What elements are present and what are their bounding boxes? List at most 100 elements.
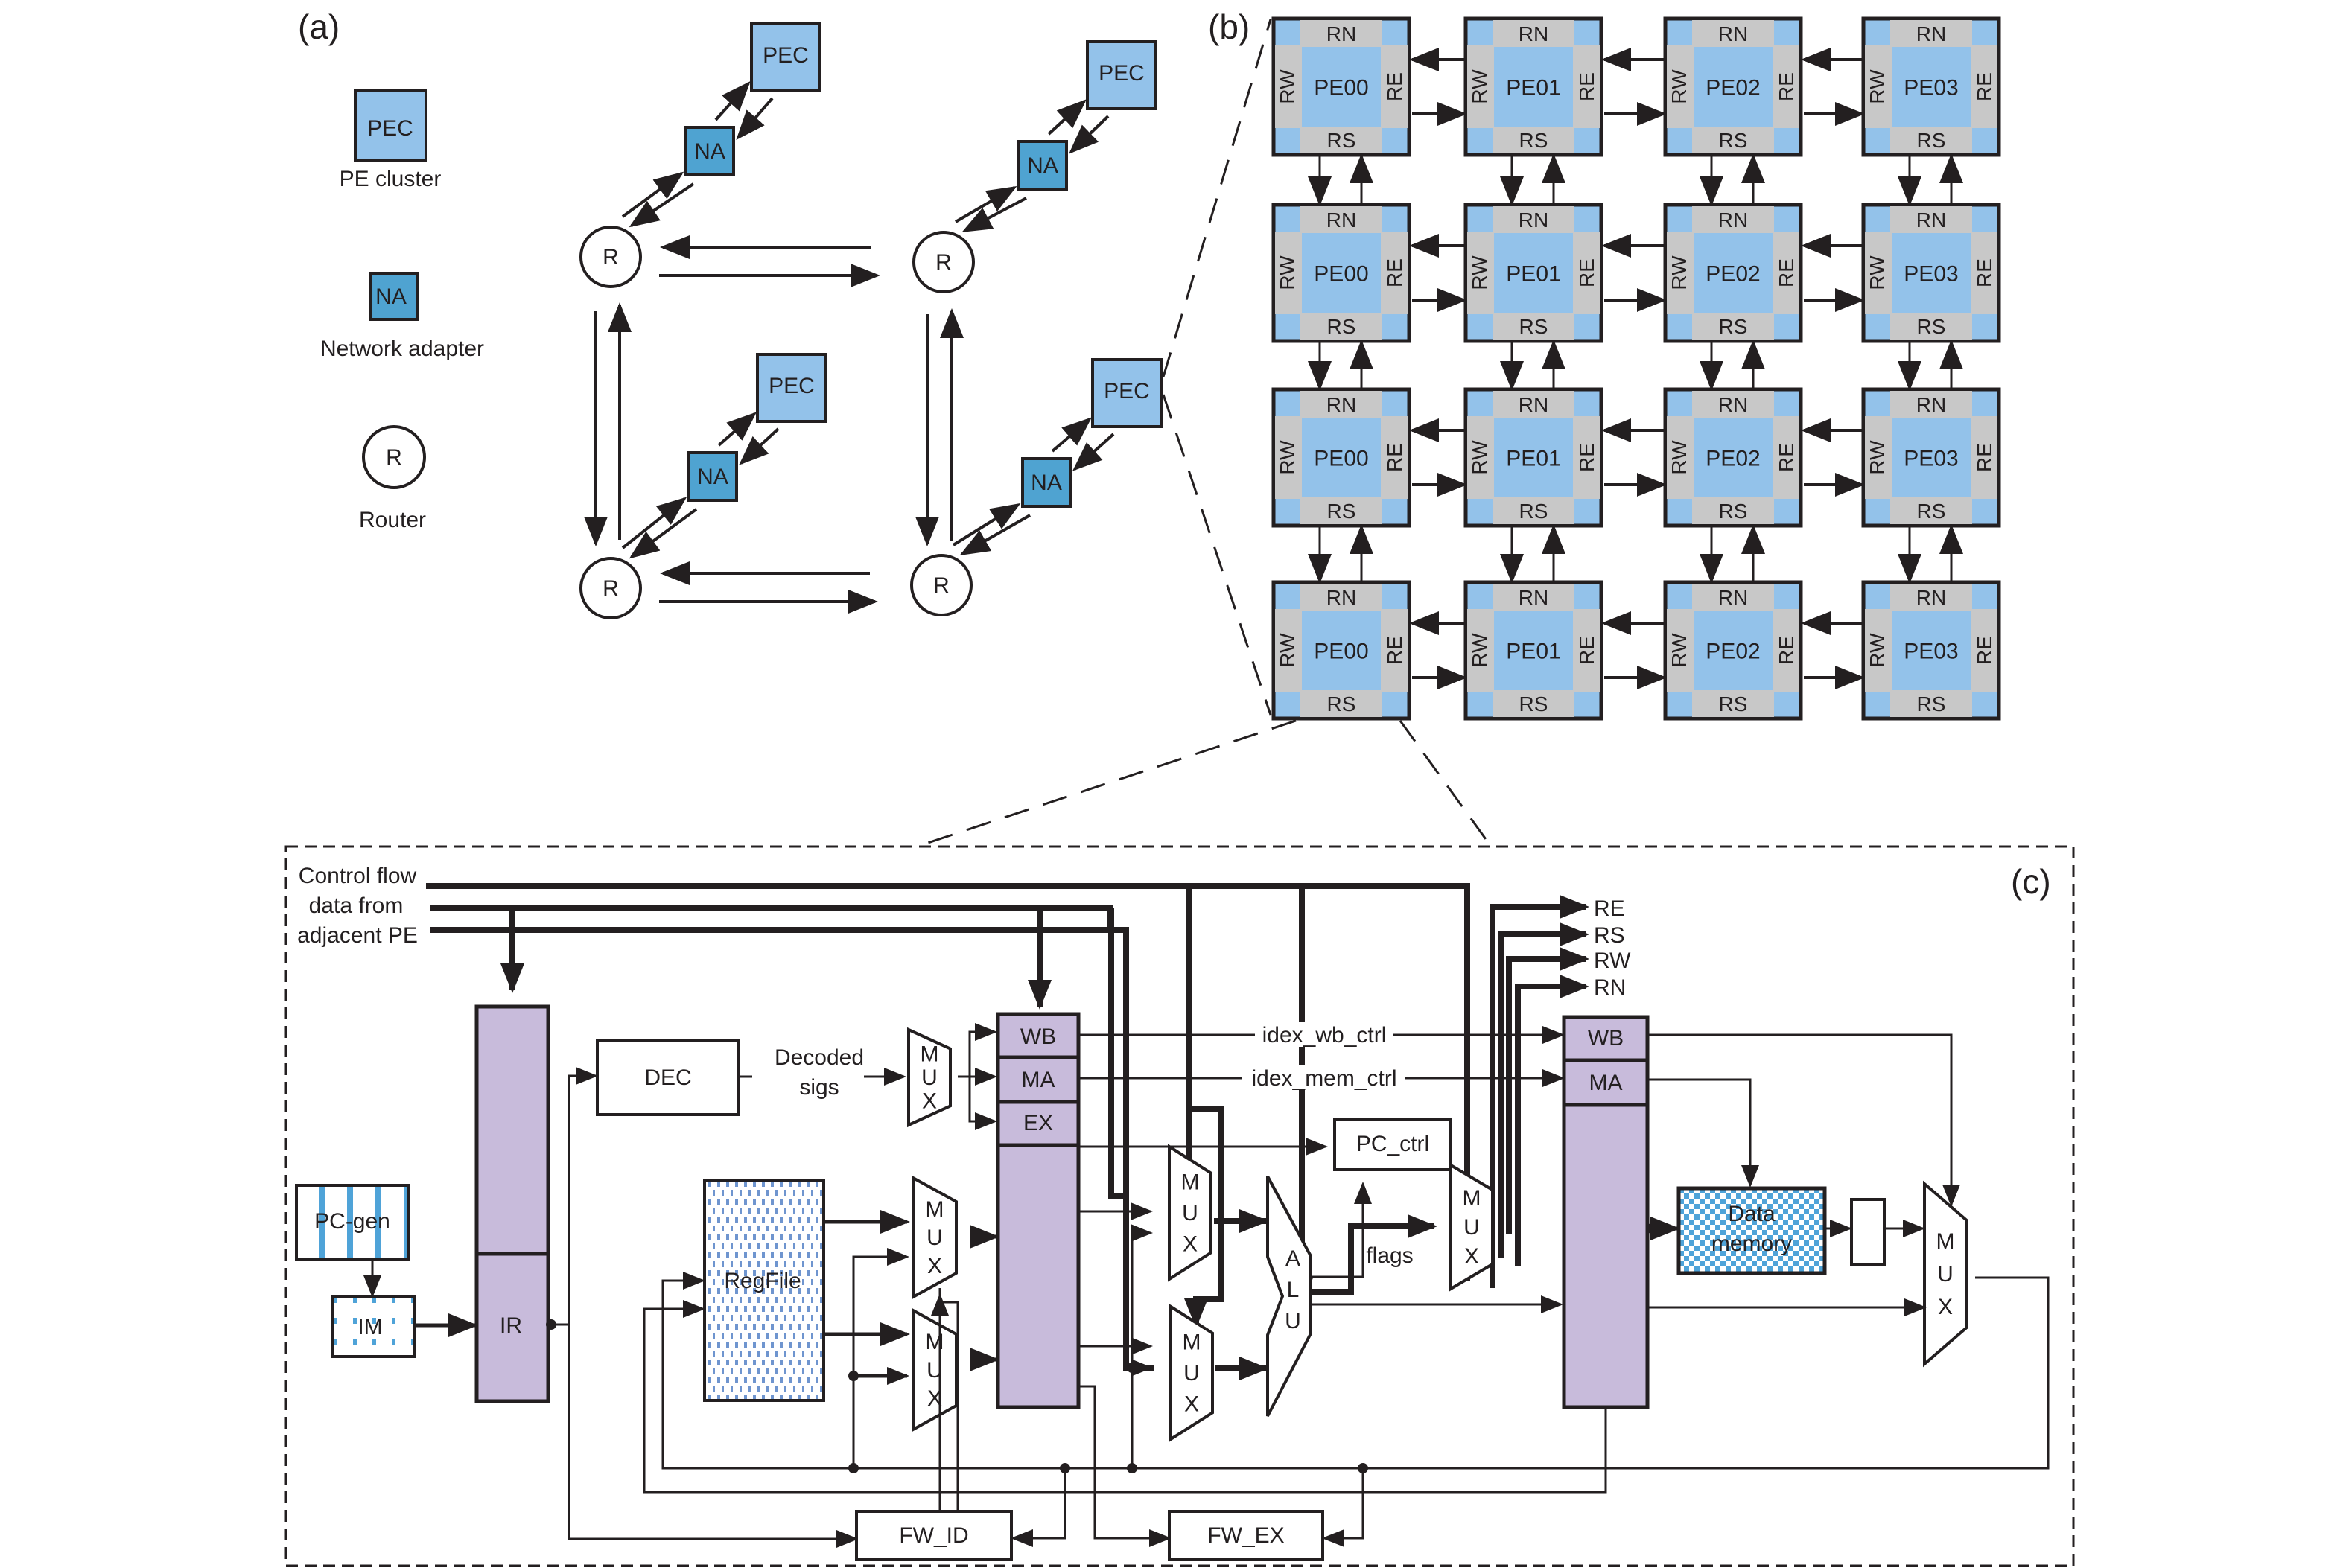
port-south-label: RS [1519, 500, 1548, 523]
port-west-label: RW [1866, 440, 1889, 475]
mux-letter: M [1183, 1330, 1201, 1354]
port-north-label: RN [1326, 586, 1356, 609]
na-legend-caption: Network adapter [320, 337, 484, 361]
link-arrow [739, 427, 780, 465]
alu-label-u: U [1285, 1309, 1301, 1333]
regfile-mux-b: MUX [912, 1307, 958, 1432]
port-south [1692, 127, 1774, 153]
router-legend-circle [362, 425, 426, 489]
port-south-label: RS [1327, 500, 1356, 523]
decoder-block [596, 1039, 740, 1116]
output-re: RE [1594, 896, 1625, 921]
port-south-label: RS [1917, 500, 1946, 523]
ctrl-mux: MUX [907, 1027, 952, 1128]
link-arrow [1047, 99, 1087, 136]
port-north-label: RN [1519, 393, 1548, 416]
port-east [1573, 609, 1600, 692]
alu-shape [1266, 1176, 1312, 1417]
pe-label: PE00 [1314, 262, 1368, 287]
port-north-label: RN [1916, 586, 1946, 609]
port-south [1300, 127, 1382, 153]
link-arrow [954, 185, 1017, 223]
pec-label: PEC [1099, 61, 1145, 86]
port-west-label: RW [1276, 255, 1299, 290]
router-legend-caption: Router [359, 508, 426, 532]
port-north-label: RN [1718, 393, 1748, 416]
regfile-mux-a: MUX [912, 1175, 958, 1300]
link-arrow [717, 412, 757, 447]
port-east-label: RE [1775, 443, 1798, 472]
port-south-label: RS [1719, 500, 1748, 523]
port-south [1493, 313, 1574, 340]
port-south [1890, 127, 1972, 153]
flags-label: flags [1366, 1243, 1413, 1268]
pc-ctrl-block [1333, 1118, 1452, 1171]
mux-letter: U [921, 1065, 938, 1090]
pe-label: PE00 [1314, 76, 1368, 101]
na-label: NA [1027, 153, 1058, 178]
port-south [1493, 127, 1574, 153]
port-south [1890, 690, 1972, 717]
input-label-line2: data from [309, 893, 404, 918]
pe-label: PE02 [1706, 447, 1760, 471]
port-north [1692, 206, 1774, 233]
data-memory-label-line1: Data [1728, 1202, 1776, 1226]
port-north [1300, 584, 1382, 611]
if-id-register [474, 1004, 550, 1403]
mux-letter: X [1183, 1232, 1198, 1257]
port-south [1300, 497, 1382, 524]
port-south-label: RS [1719, 692, 1748, 716]
port-east [1773, 45, 1799, 128]
id-ex-register [996, 1012, 1081, 1409]
port-east [1381, 232, 1408, 314]
port-west [1667, 609, 1694, 692]
port-north [1493, 391, 1574, 418]
port-north [1890, 584, 1972, 611]
port-south [1890, 497, 1972, 524]
port-east-label: RE [1383, 72, 1406, 101]
port-south-label: RS [1519, 692, 1548, 716]
port-north [1692, 584, 1774, 611]
port-west-label: RW [1866, 633, 1889, 668]
port-west-label: RW [1866, 255, 1889, 290]
pe-label: PE02 [1706, 640, 1760, 664]
mux-letter: X [1184, 1392, 1199, 1417]
port-east-label: RE [1575, 72, 1598, 101]
port-north [1493, 206, 1574, 233]
fw-id-label: FW_ID [899, 1523, 968, 1548]
dec-label: DEC [644, 1065, 691, 1090]
port-north-label: RN [1326, 22, 1356, 45]
port-east [1773, 416, 1799, 499]
legend-router: R Router [359, 425, 426, 532]
port-west [1467, 416, 1494, 499]
port-west [1865, 416, 1892, 499]
mux-letter: U [1937, 1262, 1954, 1287]
alu-label-a: A [1285, 1246, 1300, 1271]
output-rw: RW [1594, 949, 1631, 973]
port-east [1971, 232, 1997, 314]
na-node [687, 451, 738, 502]
port-south-label: RS [1327, 129, 1356, 152]
pe-label: PE03 [1904, 76, 1958, 101]
port-east [1381, 45, 1408, 128]
router-label: R [603, 245, 619, 270]
port-north [1300, 206, 1382, 233]
port-north [1890, 206, 1972, 233]
output-rn: RN [1594, 975, 1626, 1000]
na-node [1017, 140, 1068, 191]
mux-letter: M [926, 1330, 944, 1354]
fw-ex-label: FW_EX [1207, 1523, 1284, 1548]
port-north [1692, 391, 1774, 418]
port-north-label: RN [1326, 393, 1356, 416]
link-arrow [629, 508, 698, 559]
port-south [1890, 313, 1972, 340]
pec-legend-caption: PE cluster [340, 167, 442, 191]
port-east-label: RE [1775, 258, 1798, 287]
